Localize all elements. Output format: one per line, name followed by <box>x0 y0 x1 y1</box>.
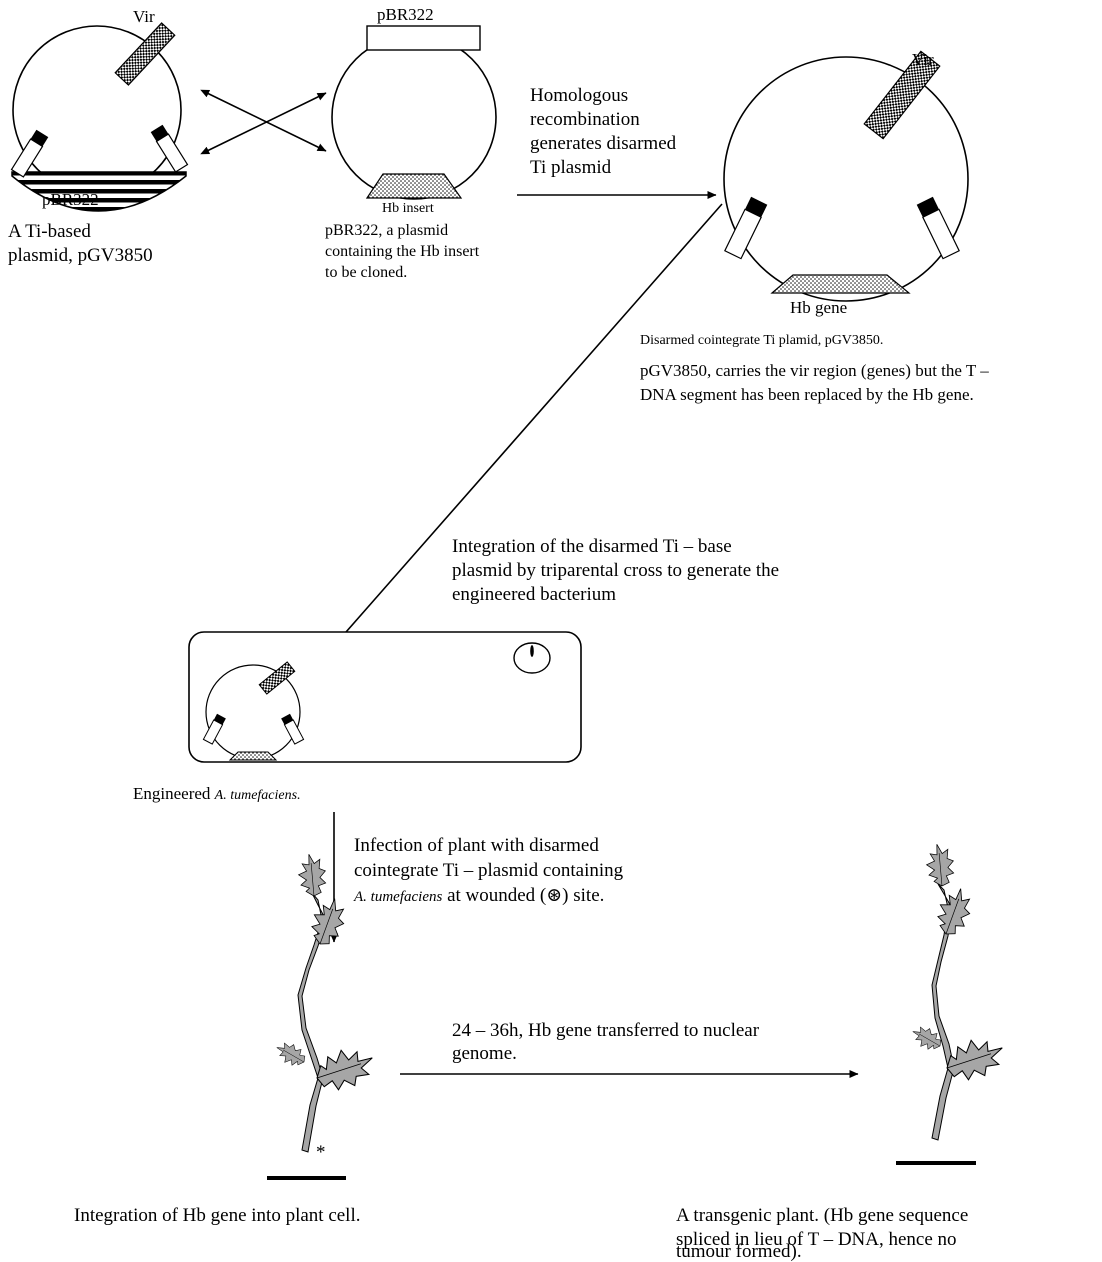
recombination-text-1: Homologous <box>530 85 628 106</box>
hb-gene-block <box>770 274 911 294</box>
ti-plasmid-caption-2: plasmid, pGV3850 <box>8 245 153 266</box>
cointegrate-ti-plasmid: Vir Hb gene Disarmed cointegrate Ti plam… <box>640 50 989 404</box>
ti-plasmid-caption-1: A Ti-based <box>8 221 91 242</box>
bacterium-caption: Engineered A. tumefaciens. <box>133 784 301 803</box>
pbr322-caption-1: pBR322, a plasmid <box>325 222 448 239</box>
vir-region-block <box>114 22 176 86</box>
nucleoid-icon <box>513 642 551 674</box>
vir-label: Vir <box>133 7 155 26</box>
plant-right-caption-3: tumour formed). <box>676 1241 802 1262</box>
engineered-bacterium: Engineered A. tumefaciens. <box>133 631 582 803</box>
infection-text-2: cointegrate Ti – plasmid containing <box>354 860 624 881</box>
integration-text-2: plasmid by triparental cross to generate… <box>452 560 779 581</box>
pbr322-top-label: pBR322 <box>377 5 434 24</box>
cointegrate-caption: Disarmed cointegrate Ti plamid, pGV3850. <box>640 333 883 348</box>
ti-based-plasmid: Vir pBR322 A Ti-based plasmid, pGV3850 <box>8 7 189 266</box>
transfer-text-1: 24 – 36h, Hb gene transferred to nuclear <box>452 1020 760 1041</box>
infection-text-1: Infection of plant with disarmed <box>354 835 599 856</box>
vir-label-large: Vir <box>912 50 934 69</box>
hb-gene-label: Hb gene <box>790 298 847 317</box>
infection-text-3: A. tumefaciens at wounded (⊛) site. <box>353 885 604 906</box>
pbr322-caption-3: to be cloned. <box>325 264 407 281</box>
plant-right-caption-1: A transgenic plant. (Hb gene sequence <box>676 1205 968 1226</box>
integration-text-3: engineered bacterium <box>452 584 616 605</box>
hb-insert-label: Hb insert <box>382 201 434 216</box>
leaf-icon <box>310 1041 380 1097</box>
crossed-arrows-icon <box>200 89 327 155</box>
leaf-icon <box>305 893 352 950</box>
leaf-icon <box>924 842 956 888</box>
pbr322-plasmid: pBR322 Hb insert pBR322, a plasmid conta… <box>325 5 497 281</box>
infected-plant: * Integration of Hb gene into plant cell… <box>74 852 380 1226</box>
leaf-icon <box>931 883 978 940</box>
pbr322-label: pBR322 <box>42 190 99 209</box>
pbr322-caption-2: containing the Hb insert <box>325 243 480 260</box>
pbr322-integrated-segment <box>11 171 187 212</box>
leaf-icon <box>272 1037 310 1071</box>
wound-asterisk-icon: * <box>316 1142 326 1163</box>
infection-step: Infection of plant with disarmed cointeg… <box>353 835 624 906</box>
recombination-text-2: recombination <box>530 109 640 130</box>
pbr322-segment-box <box>366 25 481 51</box>
t-dna-border-left <box>10 129 49 178</box>
leaf-icon <box>296 852 328 898</box>
integration-text-1: Integration of the disarmed Ti – base <box>452 536 732 557</box>
t-dna-border-left <box>724 196 768 260</box>
arrow-icon <box>273 203 723 715</box>
plant-left-caption: Integration of Hb gene into plant cell. <box>74 1205 361 1226</box>
recombination-step: Homologous recombination generates disar… <box>517 85 717 199</box>
recombination-text-3: generates disarmed <box>530 133 677 154</box>
cointegrate-description-2: DNA segment has been replaced by the Hb … <box>640 385 974 404</box>
t-dna-border-right <box>916 196 960 260</box>
integration-step: Integration of the disarmed Ti – base pl… <box>452 536 779 605</box>
vir-region-block-large <box>863 50 941 140</box>
t-dna-border-right <box>150 124 189 173</box>
transfer-step: 24 – 36h, Hb gene transferred to nuclear… <box>400 1020 859 1078</box>
hb-insert-block <box>365 173 463 199</box>
recombination-text-4: Ti plasmid <box>530 157 612 178</box>
plant-right-caption-2: spliced in lieu of T – DNA, hence no <box>676 1229 957 1250</box>
transgenic-plant: A transgenic plant. (Hb gene sequence sp… <box>676 842 1010 1262</box>
transfer-text-2: genome. <box>452 1043 517 1064</box>
vir-region-block-small <box>258 661 296 695</box>
cointegrate-description-1: pGV3850, carries the vir region (genes) … <box>640 361 989 380</box>
